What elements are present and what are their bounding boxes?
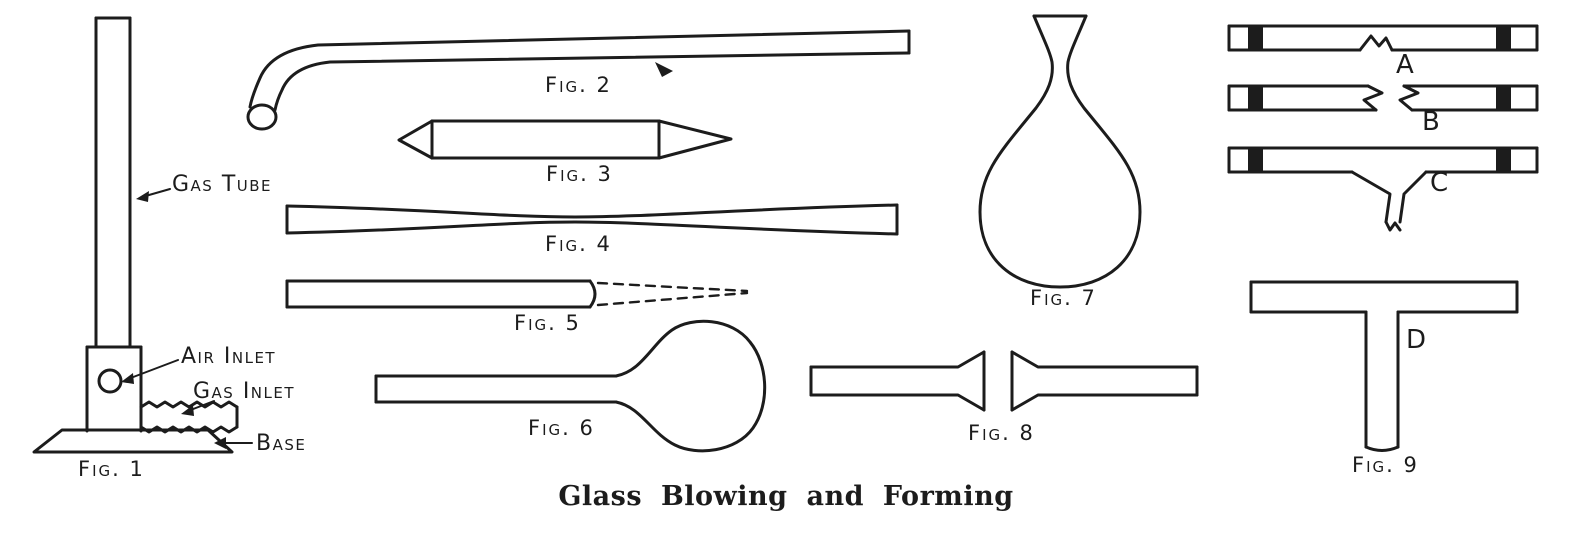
fig4-label: Fig. 4 bbox=[545, 232, 612, 256]
gas-tube-label: Gas Tube bbox=[172, 172, 272, 197]
fig7-flask: Fig. 7 bbox=[978, 14, 1142, 310]
funnel-jagged-tip bbox=[1384, 220, 1402, 232]
flask-right-outline bbox=[1058, 14, 1142, 289]
tube-c-left-end-block bbox=[1248, 148, 1263, 172]
pointed-tube-left-cone bbox=[397, 119, 434, 160]
drawn-point-dashed-bottom bbox=[596, 291, 749, 307]
fig3-label: Fig. 3 bbox=[546, 162, 613, 186]
drawn-point-dashed-top bbox=[596, 281, 749, 293]
right-flared-tube-top bbox=[1010, 350, 1199, 369]
fig8-flared-ends: Fig. 8 bbox=[809, 350, 1199, 445]
air-inlet-arrow-shaft bbox=[127, 359, 179, 380]
burner-base-outline bbox=[32, 428, 234, 454]
fig8-label: Fig. 8 bbox=[968, 421, 1035, 445]
left-flared-tube-bottom bbox=[809, 393, 986, 412]
tube-b-break-left-edge bbox=[1362, 84, 1384, 112]
air-inlet-hole bbox=[97, 368, 123, 394]
tube-a-nick-crack bbox=[1358, 34, 1394, 52]
gas-inlet-nozzle-top-edge bbox=[139, 400, 239, 409]
funnel-left-slope bbox=[1350, 170, 1392, 224]
right-flared-tube-bottom bbox=[1010, 393, 1199, 412]
fig9-tube-cutting-set: A B C bbox=[1227, 24, 1539, 477]
tube-a-left-end-block bbox=[1248, 26, 1263, 50]
tube-c-right-end-block bbox=[1496, 148, 1511, 172]
gas-inlet-arrowhead bbox=[181, 405, 194, 416]
fig5-label: Fig. 5 bbox=[514, 311, 581, 335]
stray-arrow-mark bbox=[655, 62, 673, 77]
bent-tube-bottom-line bbox=[273, 51, 911, 112]
blown-bulb-outline bbox=[614, 319, 767, 453]
gas-tube-arrowhead bbox=[136, 191, 149, 202]
bent-tube-closed-tip bbox=[246, 103, 278, 131]
necked-tube-bottom-line bbox=[285, 220, 899, 236]
t-joint-stem-end bbox=[1364, 445, 1400, 452]
gas-inlet-label: Gas Inlet bbox=[193, 379, 295, 404]
bent-tube-top-line bbox=[248, 29, 911, 109]
fig2-label: Fig. 2 bbox=[545, 73, 612, 97]
gas-inlet-nozzle-bottom-edge bbox=[139, 425, 239, 434]
fig9-label: Fig. 9 bbox=[1352, 453, 1419, 477]
marker-b: B bbox=[1422, 107, 1440, 137]
funnel-right-slope bbox=[1398, 170, 1428, 224]
tube-b-right-end-block bbox=[1496, 86, 1511, 110]
marker-a: A bbox=[1396, 50, 1414, 80]
page-caption: Glass Blowing and Forming bbox=[558, 481, 1013, 512]
fig1-label: Fig. 1 bbox=[78, 457, 145, 481]
marker-c: C bbox=[1430, 168, 1448, 198]
tube-c-drawn-funnel: C bbox=[1227, 146, 1539, 232]
marker-d: D bbox=[1406, 325, 1426, 355]
tube-b-left-end-block bbox=[1248, 86, 1263, 110]
base-label: Base bbox=[256, 431, 306, 456]
tube-b-break-right-edge bbox=[1398, 84, 1420, 112]
left-flared-tube-top bbox=[809, 350, 986, 369]
necked-tube-top-line bbox=[285, 203, 899, 219]
fig7-label: Fig. 7 bbox=[1030, 286, 1097, 310]
pointed-tube-right-cone bbox=[657, 119, 733, 160]
flask-left-outline bbox=[978, 14, 1062, 289]
air-inlet-label: Air Inlet bbox=[181, 344, 276, 369]
fig3-pointed-tube: Fig. 3 bbox=[397, 119, 733, 186]
tube-b-jagged-break: B bbox=[1227, 84, 1539, 137]
fig5-drawn-point-tube: Fig. 5 bbox=[285, 279, 749, 335]
air-inlet-arrowhead bbox=[121, 373, 134, 384]
tube-a-file-nick: A bbox=[1227, 24, 1539, 80]
fig6-bulb-tube: Fig. 6 bbox=[374, 319, 767, 453]
tube-a-right-end-block bbox=[1496, 26, 1511, 50]
fig1-bunsen-burner: Gas Tube Air Inlet Gas Inlet Base Fig. 1 bbox=[32, 16, 306, 481]
fig2-bent-tube: Fig. 2 bbox=[246, 29, 911, 131]
base-arrowhead bbox=[214, 437, 226, 449]
tube-d-t-joint: D bbox=[1249, 280, 1519, 452]
fig6-label: Fig. 6 bbox=[528, 416, 595, 440]
drawn-tube-rounded-end bbox=[588, 279, 597, 309]
fig4-necked-tube: Fig. 4 bbox=[285, 203, 899, 256]
